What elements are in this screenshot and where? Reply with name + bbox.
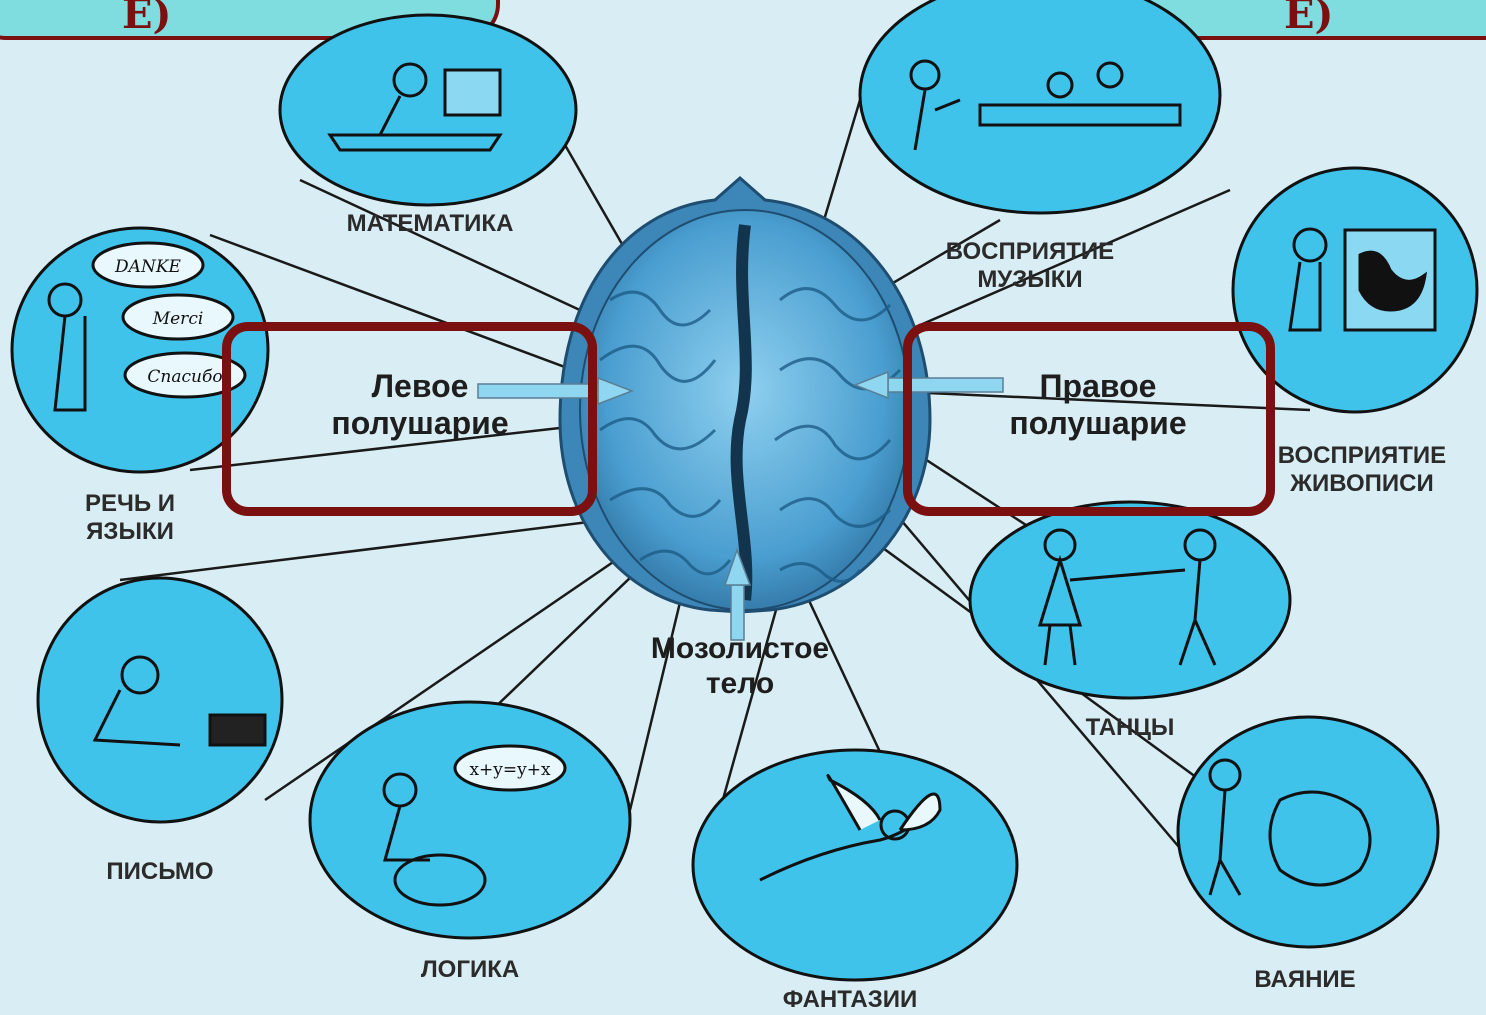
right-hemisphere-line-2: полушарие xyxy=(968,405,1228,442)
label-speech-line-2: ЯЗЫКИ xyxy=(70,518,190,546)
right-hemisphere-line-1: Правое xyxy=(968,368,1228,405)
bubble-logic xyxy=(310,702,630,938)
spasibo-text: Спасибо xyxy=(147,367,222,387)
label-speech-line-1: РЕЧЬ И xyxy=(70,490,190,518)
left-hemisphere-label: Левое полушарие xyxy=(290,368,550,442)
danke-text: DANKE xyxy=(114,257,181,277)
bubble-math xyxy=(280,15,576,205)
bubble-dance xyxy=(970,502,1290,698)
formula-text: x+y=y+x xyxy=(469,760,551,780)
label-music: ВОСПРИЯТИЕ МУЗЫКИ xyxy=(900,238,1160,293)
label-painting-line-2: ЖИВОПИСИ xyxy=(1238,470,1486,498)
bubble-writing xyxy=(38,578,282,822)
bubble-fantasy xyxy=(693,750,1017,980)
label-writing: ПИСЬМО xyxy=(70,858,250,886)
left-hemisphere-line-1: Левое xyxy=(290,368,550,405)
merci-text: Merci xyxy=(152,309,204,329)
left-hemisphere-line-2: полушарие xyxy=(290,405,550,442)
corpus-callosum-line-2: тело xyxy=(600,667,880,702)
label-music-line-2: МУЗЫКИ xyxy=(900,266,1160,294)
right-hemisphere-label: Правое полушарие xyxy=(968,368,1228,442)
label-math: МАТЕМАТИКА xyxy=(300,210,560,238)
corpus-callosum-line-1: Мозолистое xyxy=(600,632,880,667)
label-music-line-1: ВОСПРИЯТИЕ xyxy=(900,238,1160,266)
bubble-sculpture xyxy=(1178,717,1438,947)
label-fantasy: ФАНТАЗИИ xyxy=(740,986,960,1014)
label-logic: ЛОГИКА xyxy=(380,956,560,984)
label-sculpture: ВАЯНИЕ xyxy=(1215,966,1395,994)
label-painting-line-1: ВОСПРИЯТИЕ xyxy=(1238,442,1486,470)
label-dance: ТАНЦЫ xyxy=(1045,714,1215,742)
label-painting: ВОСПРИЯТИЕ ЖИВОПИСИ xyxy=(1238,442,1486,497)
corpus-callosum-label: Мозолистое тело xyxy=(600,632,880,701)
label-speech: РЕЧЬ И ЯЗЫКИ xyxy=(70,490,190,545)
